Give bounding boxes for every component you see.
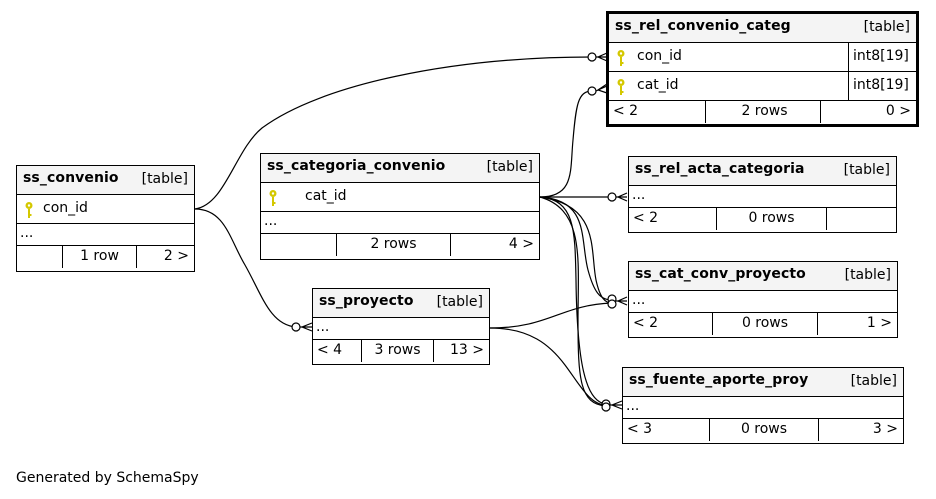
children-link[interactable]: 4 > [450,234,539,256]
parents-link[interactable]: < 2 [629,313,713,335]
table-ss-fuente-aporte-proy[interactable]: ss_fuente_aporte_proy [table] ... < 3 0 … [622,367,904,444]
table-ss-rel-acta-categoria[interactable]: ss_rel_acta_categoria [table] ... < 2 0 … [628,156,897,233]
column-type: int8[19] [848,43,916,71]
table-type: [table] [850,373,897,389]
key-icon [617,79,625,95]
edge-proyecto-fuente [489,327,607,406]
edge-categoria-rel-convenio-categ [539,90,593,198]
table-footer: 1 row 2 > [17,246,194,268]
column-row[interactable]: con_id [17,195,194,224]
table-ss-cat-conv-proyecto[interactable]: ss_cat_conv_proyecto [table] ... < 2 0 r… [628,261,898,338]
column-name: cat_id [305,188,347,204]
table-name[interactable]: ss_rel_convenio_categ [615,18,791,34]
table-name[interactable]: ss_convenio [23,170,119,186]
column-type: int8[19] [848,72,916,100]
table-footer: < 4 3 rows 13 > [313,340,489,362]
table-name[interactable]: ss_rel_acta_categoria [635,161,805,177]
parents-link[interactable]: < 4 [313,340,362,362]
edge-end-circle [291,322,301,332]
table-type: [table] [843,162,890,178]
row-count: 0 rows [740,421,788,437]
table-name[interactable]: ss_proyecto [319,293,414,309]
generator-credit: Generated by SchemaSpy [16,470,199,486]
children-link[interactable]: 2 > [136,246,194,268]
table-footer: < 3 0 rows 3 > [623,419,903,441]
column-row[interactable]: con_id int8[19] [609,43,916,72]
parents-link[interactable]: < 3 [623,419,710,441]
edge-end-circle [587,52,597,62]
table-ss-proyecto[interactable]: ss_proyecto [table] ... < 4 3 rows 13 > [312,288,490,365]
table-name[interactable]: ss_categoria_convenio [267,158,446,174]
table-name[interactable]: ss_fuente_aporte_proy [629,372,809,388]
edge-convenio-proyecto [194,208,297,328]
edge-end-circle [607,192,617,202]
column-row[interactable]: cat_id [261,183,539,212]
table-ss-convenio[interactable]: ss_convenio [table] con_id ... 1 row 2 > [16,165,195,272]
table-header: ss_cat_conv_proyecto [table] [629,262,897,291]
table-header: ss_fuente_aporte_proy [table] [623,368,903,397]
edge-categoria-fuente-b [539,196,607,405]
table-type: [table] [141,171,188,187]
edge-categoria-cat-conv-b [539,196,613,304]
row-count: 2 rows [370,236,417,252]
table-type: [table] [436,294,483,310]
edge-proyecto-cat-conv [489,302,613,329]
row-count: 3 rows [374,342,421,358]
more-columns: ... [261,212,539,234]
table-ss-categoria-convenio[interactable]: ss_categoria_convenio [table] cat_id ...… [260,153,540,260]
edge-end-circle [587,86,597,96]
row-count: 2 rows [741,103,788,119]
column-name: cat_id [637,77,679,93]
children-link[interactable]: 0 > [820,101,916,123]
edge-categoria-fuente [539,196,607,407]
key-icon [617,50,625,66]
table-header: ss_proyecto [table] [313,289,489,318]
parents-link[interactable] [17,246,63,268]
key-icon [25,202,33,218]
children-link[interactable] [826,208,896,230]
table-footer: < 2 0 rows [629,208,896,230]
row-count: 0 rows [741,315,789,331]
children-link[interactable]: 13 > [433,340,489,362]
table-footer: < 2 2 rows 0 > [609,101,916,123]
table-name[interactable]: ss_cat_conv_proyecto [635,266,806,282]
table-header: ss_rel_convenio_categ [table] [609,14,916,43]
key-icon [269,190,277,206]
column-row[interactable]: cat_id int8[19] [609,72,916,101]
edge-convenio-rel-convenio-categ [194,56,593,210]
table-type: [table] [863,19,910,35]
column-name: con_id [637,48,682,64]
children-link[interactable]: 3 > [818,419,903,441]
parents-link[interactable] [261,234,337,256]
more-columns: ... [313,318,489,340]
edge-end-circle [607,299,617,309]
more-columns: ... [17,224,194,246]
edge-end-circle [601,402,611,412]
table-footer: 2 rows 4 > [261,234,539,256]
table-type: [table] [844,267,891,283]
table-header: ss_convenio [table] [17,166,194,195]
table-header: ss_rel_acta_categoria [table] [629,157,896,186]
more-columns: ... [629,186,896,208]
table-footer: < 2 0 rows 1 > [629,313,897,335]
column-name: con_id [43,200,88,216]
more-columns: ... [629,291,897,313]
table-type: [table] [486,159,533,175]
table-header: ss_categoria_convenio [table] [261,154,539,183]
more-columns: ... [623,397,903,419]
table-ss-rel-convenio-categ[interactable]: ss_rel_convenio_categ [table] con_id int… [606,11,919,127]
row-count: 1 row [80,248,119,264]
parents-link[interactable]: < 2 [629,208,717,230]
children-link[interactable]: 1 > [817,313,897,335]
row-count: 0 rows [748,210,795,226]
parents-link[interactable]: < 2 [609,101,706,123]
